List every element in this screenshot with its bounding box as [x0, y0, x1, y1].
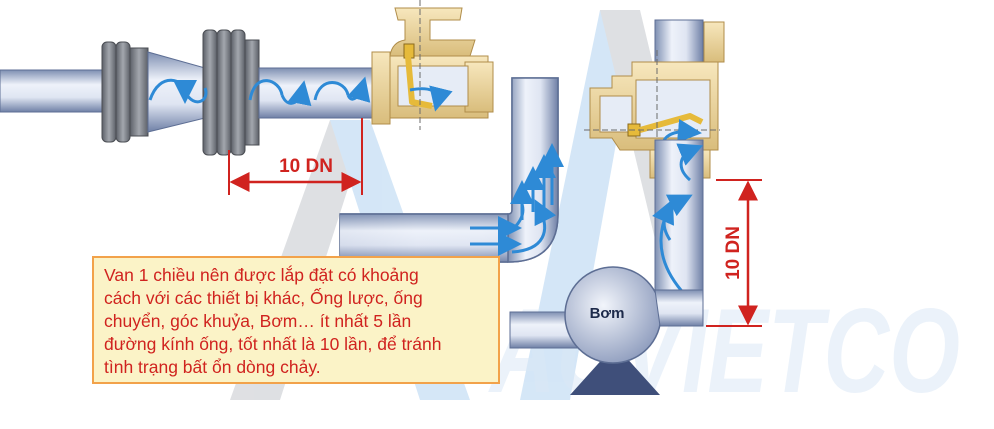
pump-label: Bơm — [590, 305, 625, 322]
note-line-3: chuyển, góc khuỷa, Bơm… ít nhất 5 lần — [104, 311, 412, 331]
dimension-left-label: 10 DN — [279, 156, 333, 177]
flange-1a — [101, 41, 117, 143]
elbow-pipe — [339, 77, 564, 263]
reducer — [147, 51, 206, 133]
inlet-pipe — [0, 69, 111, 113]
installation-note: Van 1 chiều nên được lắp đặt có khoảng c… — [92, 256, 500, 384]
dimension-right-label: 10 DN — [723, 226, 744, 280]
flange-2c — [230, 29, 246, 156]
watermark-text: AUVIETCO — [488, 284, 960, 418]
check-valve-left — [371, 0, 494, 130]
note-line-2: cách với các thiết bị khác, Ống lược, ốn… — [104, 288, 423, 308]
note-line-5: tình trạng bất ổn dòng chảy. — [104, 357, 321, 377]
note-line-4: đường kính ống, tốt nhất là 10 lần, để t… — [104, 334, 442, 354]
left-pipe-assembly: 10 DN — [0, 0, 494, 195]
flange-1b — [115, 41, 131, 143]
note-line-1: Van 1 chiều nên được lắp đặt có khoảng — [104, 265, 419, 285]
right-pipe-assembly: Bơm 10 DN — [509, 19, 762, 395]
dimension-left — [228, 118, 363, 195]
pump — [509, 266, 704, 395]
flange-2b — [216, 29, 232, 156]
dimension-right — [706, 179, 762, 327]
